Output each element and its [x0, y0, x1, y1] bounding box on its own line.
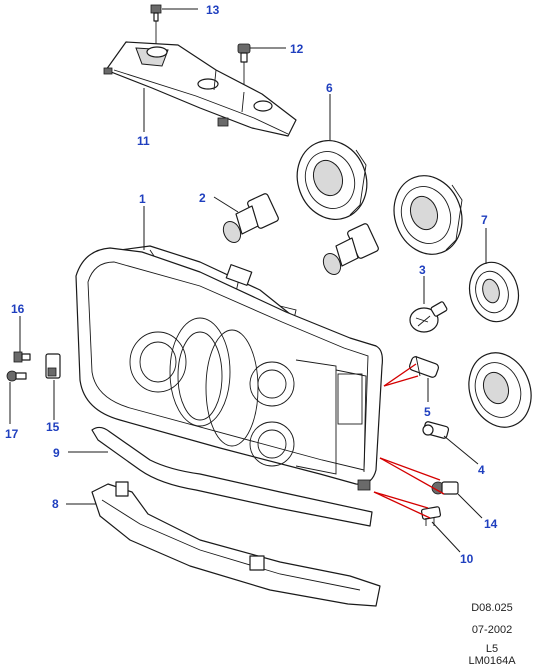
level-code: L5 — [485, 643, 499, 655]
callout-1: 1 — [139, 192, 146, 206]
headlamp-bulb-second — [322, 223, 379, 276]
part-16-washer — [13, 351, 31, 363]
headlamp-bulb-cover-right — [393, 175, 463, 255]
part-3-indicator-bulb — [409, 301, 448, 333]
part-9-seal-strip — [91, 426, 373, 527]
callout-5: 5 — [424, 405, 431, 419]
part-17-screw — [6, 370, 27, 382]
part-5-side-marker-bulb — [408, 355, 440, 378]
callout-12: 12 — [290, 42, 304, 56]
highlight-lines — [373, 363, 445, 519]
part-4-bulb-holder — [422, 421, 450, 439]
part-1-headlamp-assembly — [75, 245, 383, 491]
callout-16: 16 — [11, 302, 25, 316]
part-7-cover — [468, 261, 520, 323]
leader-lines — [9, 8, 487, 553]
callout-3: 3 — [419, 263, 426, 277]
part-12-screw — [237, 43, 251, 105]
part-2-headlamp-bulb — [222, 193, 279, 244]
callout-17: 17 — [5, 427, 19, 441]
callout-11: 11 — [137, 134, 150, 148]
callouts: 13 12 11 6 1 2 7 3 16 5 17 15 9 4 8 14 1… — [5, 3, 498, 566]
callout-2: 2 — [199, 191, 206, 205]
callout-15: 15 — [46, 420, 60, 434]
part-11-mounting-bracket — [103, 41, 297, 137]
revision-date: 07-2002 — [471, 624, 513, 636]
callout-13: 13 — [206, 3, 220, 17]
headlamp-bulb-cover-lower — [468, 352, 532, 428]
part-15-clip — [45, 353, 61, 379]
callout-7: 7 — [481, 213, 488, 227]
part-13-screw — [150, 4, 162, 48]
reference-code: D08.025 — [471, 602, 513, 614]
callout-8: 8 — [52, 497, 59, 511]
part-14-bulb-holder — [431, 481, 459, 495]
callout-14: 14 — [484, 517, 498, 531]
part-6-headlamp-bulb-cover — [296, 140, 368, 220]
part-10-bulb — [420, 506, 442, 526]
part-8-lower-finisher — [91, 481, 381, 607]
drawing-id: LM0164A — [468, 655, 516, 667]
callout-6: 6 — [326, 81, 333, 95]
callout-10: 10 — [460, 552, 474, 566]
callout-9: 9 — [53, 446, 60, 460]
callout-4: 4 — [478, 463, 485, 477]
